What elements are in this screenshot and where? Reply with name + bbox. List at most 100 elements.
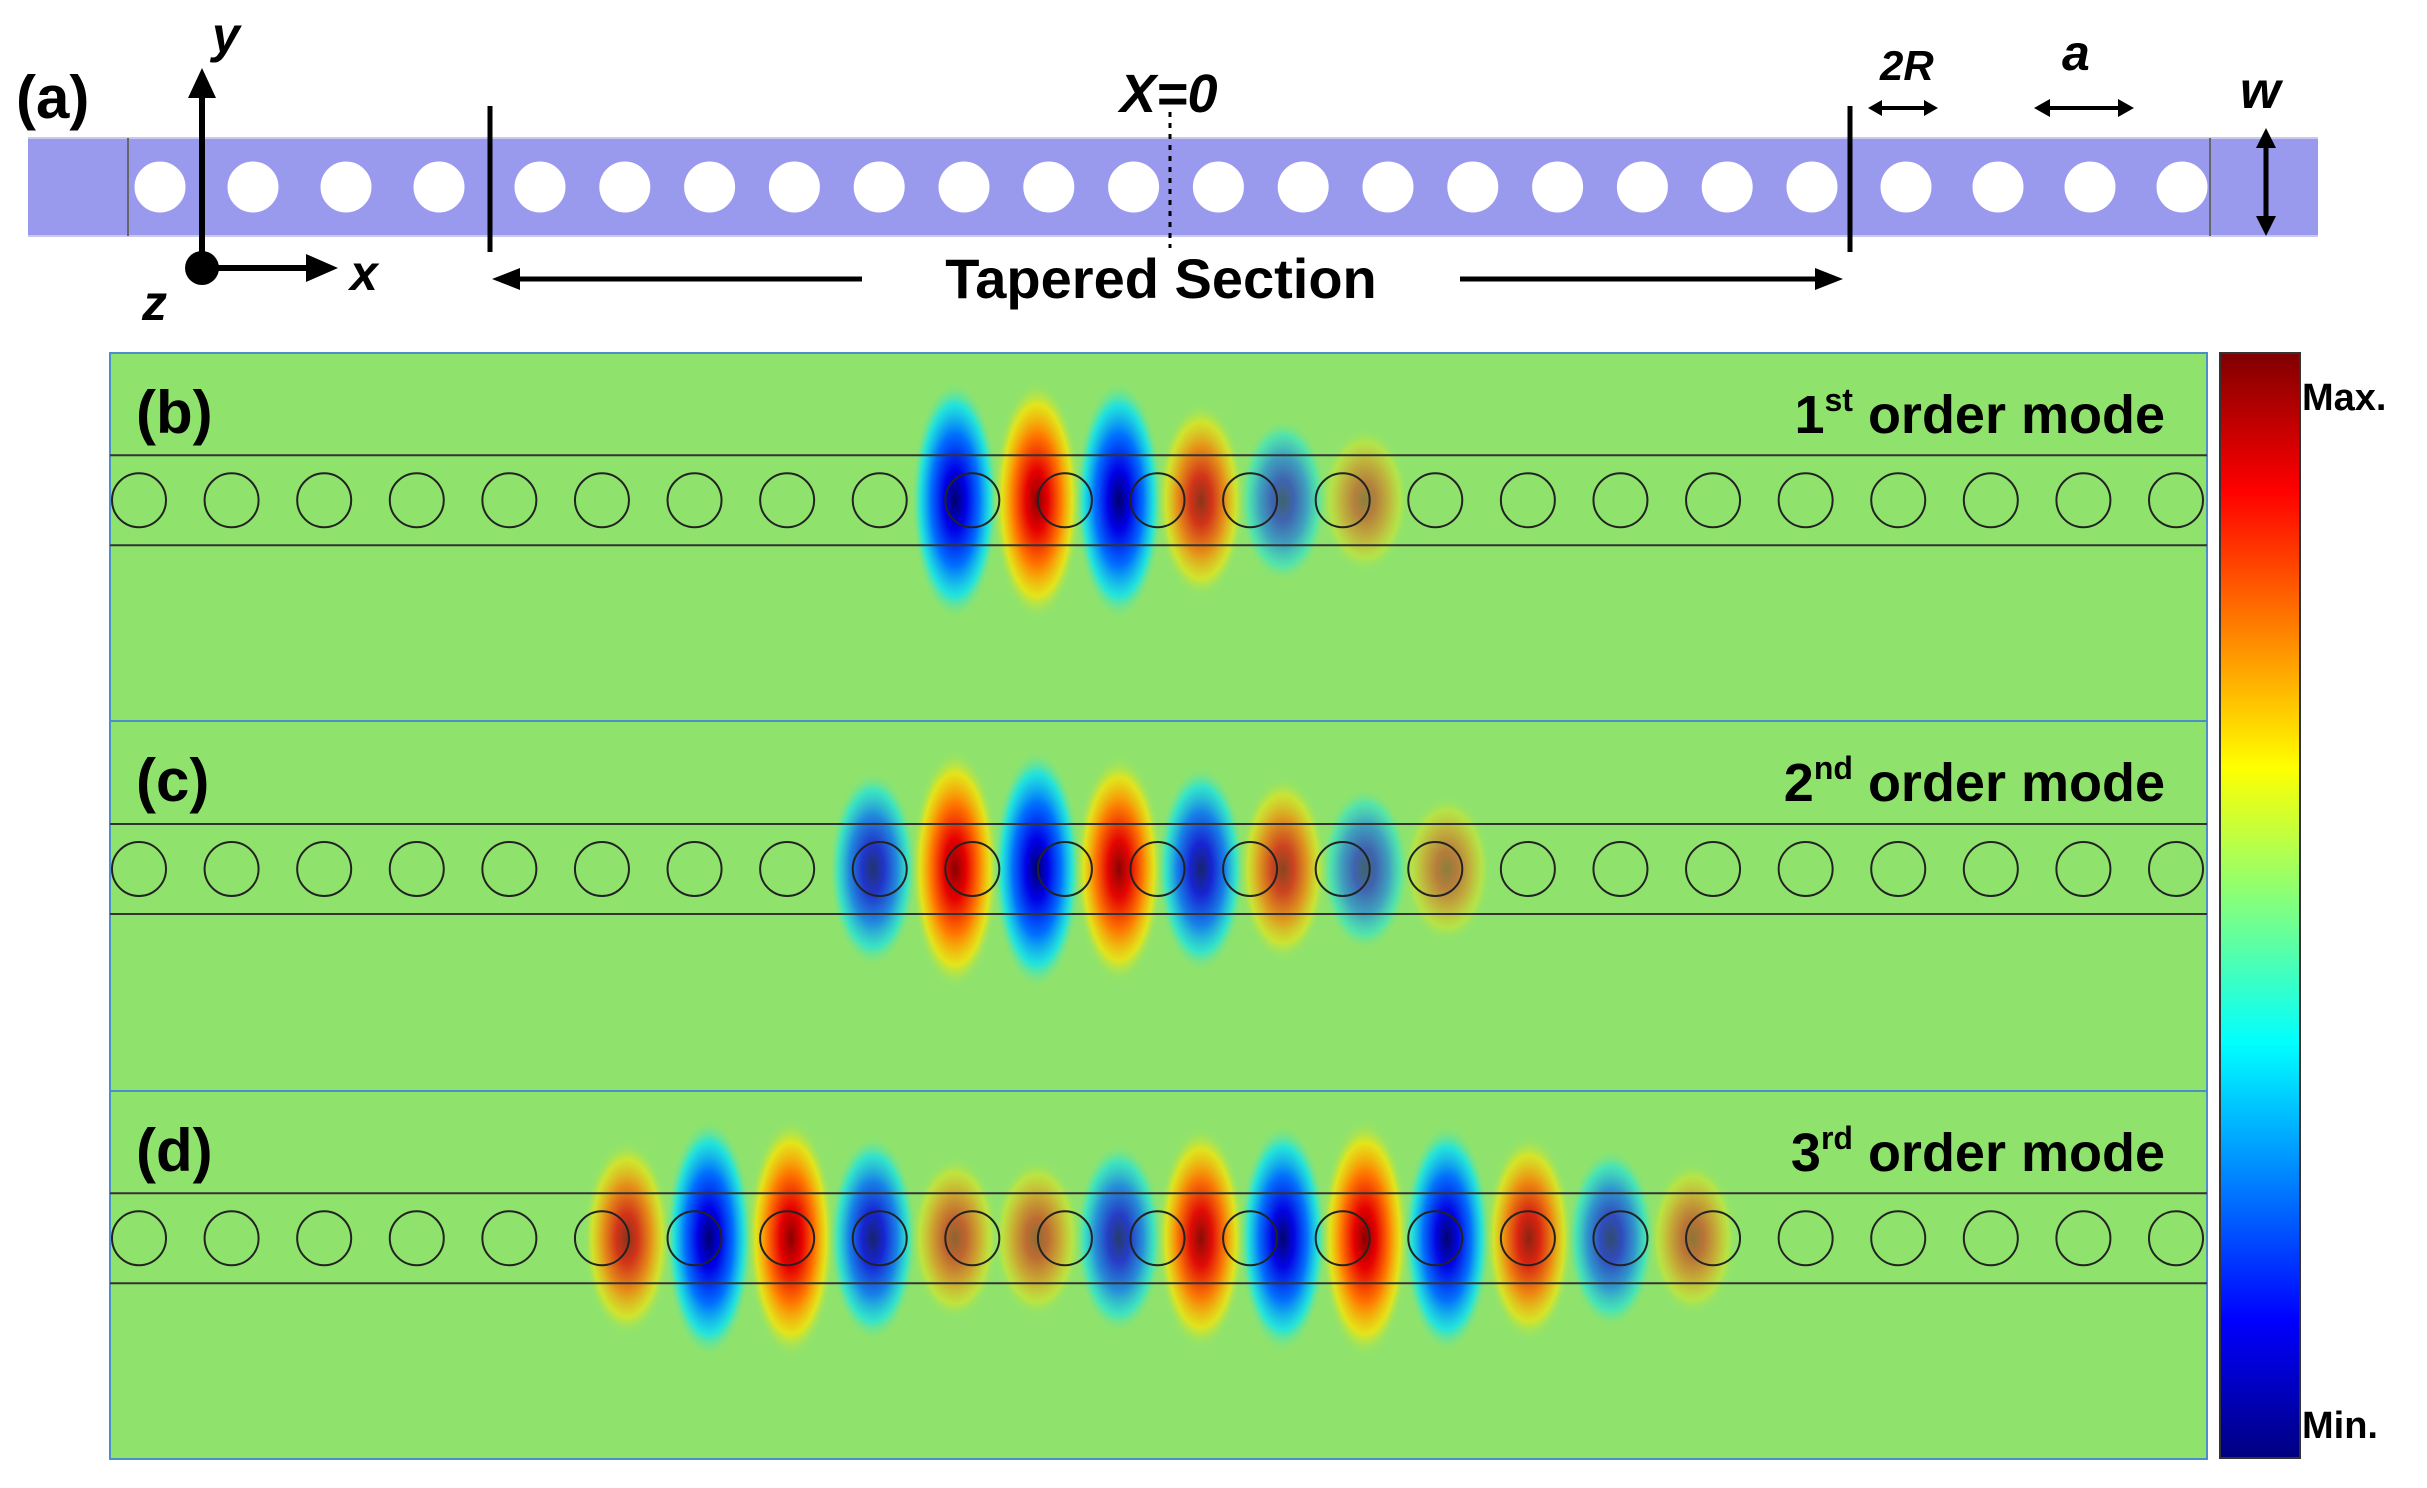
colorbar-max-label: Max.: [2302, 377, 2386, 419]
hole-outline: [1870, 472, 1927, 529]
hole-outline: [1222, 472, 1279, 529]
hole-outline: [944, 472, 1001, 529]
air-hole: [320, 161, 372, 213]
mode-order-suffix: nd: [1814, 750, 1853, 786]
mode-order-text: order mode: [1853, 753, 2165, 813]
hole-outline: [2055, 472, 2112, 529]
hole-outline: [1870, 1210, 1927, 1267]
x0-label: X=0: [1117, 64, 1218, 124]
field-lobe-negative: [911, 380, 999, 621]
hole-outline: [1314, 841, 1371, 897]
hole-outline: [1499, 841, 1556, 897]
field-lobe-positive: [911, 1156, 999, 1321]
hole-outline: [573, 841, 630, 897]
air-hole: [1972, 161, 2024, 213]
hole-outline: [203, 841, 260, 897]
hole-outline: [1777, 1210, 1834, 1267]
mode-order-text: order mode: [1853, 1123, 2165, 1183]
air-hole: [514, 161, 566, 213]
hole-outline: [1777, 841, 1834, 897]
mode-title: 2nd order mode: [1784, 750, 2165, 813]
field-lobe-positive: [1239, 776, 1327, 962]
hole-outline: [2148, 472, 2204, 529]
x-axis-label: x: [347, 245, 380, 301]
hole-outline: [388, 1210, 445, 1267]
a-label: a: [2062, 25, 2090, 81]
air-hole: [599, 161, 651, 213]
mode-panel-1: (b)1st order mode: [109, 352, 2208, 722]
hole-outline: [1962, 472, 2019, 529]
mode-panel-3: (d) 3rd order mode: [109, 1090, 2208, 1460]
hole-outline: [1962, 841, 2019, 897]
hole-outline: [1685, 1210, 1742, 1267]
photonic-crystal-holes: [134, 161, 2208, 213]
z-axis-dot: [185, 251, 219, 285]
hole-outline: [851, 1210, 908, 1267]
panel-a: y x z (a) X=0 Tapered Section 2R a: [16, 7, 2318, 331]
field-lobe-positive: [1321, 1118, 1409, 1359]
field-lobe-positive: [911, 749, 999, 989]
hole-outline: [1222, 841, 1279, 897]
air-hole: [1277, 161, 1329, 213]
mode-panel-label: (b): [136, 379, 213, 446]
w-label: w: [2240, 62, 2284, 120]
air-hole: [1108, 161, 1160, 213]
hole-outline: [1870, 841, 1927, 897]
air-hole: [2156, 161, 2208, 213]
hole-outline: [1129, 472, 1186, 529]
two-r-label: 2R: [1879, 42, 1934, 89]
hole-outline: [296, 841, 353, 897]
hole-outline: [573, 1210, 630, 1267]
two-r-marker: 2R: [1868, 42, 1938, 116]
tapered-section-arrow: Tapered Section: [492, 247, 1843, 310]
hole-outline: [296, 472, 353, 529]
hole-outline: [2148, 841, 2204, 897]
air-hole: [853, 161, 905, 213]
field-lobe-positive: [1485, 1134, 1573, 1342]
hole-outline: [388, 841, 445, 897]
air-hole: [1532, 161, 1584, 213]
field-lobe-negative: [829, 1134, 917, 1342]
hole-outline: [1314, 472, 1371, 529]
air-hole: [1447, 161, 1499, 213]
air-hole: [1192, 161, 1244, 213]
mode-order-suffix: st: [1824, 382, 1853, 418]
hole-outline: [203, 472, 260, 529]
hole-outline: [759, 1210, 816, 1267]
hole-outline: [111, 472, 167, 529]
hole-outline: [1036, 472, 1093, 529]
hole-outline: [851, 472, 908, 529]
air-hole: [1616, 161, 1668, 213]
mode-order-suffix: rd: [1821, 1120, 1853, 1156]
field-lobe-negative: [1403, 1123, 1491, 1353]
hole-outline: [1407, 841, 1464, 897]
hole-outline: [666, 1210, 723, 1267]
hole-outline: [1499, 1210, 1556, 1267]
air-hole: [413, 161, 465, 213]
hole-outline: [573, 472, 630, 529]
waveguide-strip: [28, 138, 2318, 236]
hole-outline: [1407, 472, 1464, 529]
field-lobe-positive: [1321, 427, 1409, 573]
hole-outline: [1222, 1210, 1279, 1267]
field-lobe-negative: [829, 770, 917, 968]
mode-panel-label: (d): [136, 1117, 213, 1184]
field-lobe-positive: [583, 1139, 671, 1337]
mode-order-number: 2: [1784, 753, 1814, 813]
hole-outline: [1592, 841, 1649, 897]
field-lobe-negative: [1321, 786, 1409, 952]
field-lobe-positive: [747, 1118, 835, 1359]
mode-order-number: 3: [1791, 1123, 1821, 1183]
hole-outline: [1685, 841, 1742, 897]
hole-outline: [666, 472, 723, 529]
field-lobe-positive: [1403, 795, 1491, 943]
mode-field-plots: (b)1st order mode(c)2nd order mode (d) 3rd…: [109, 352, 2208, 1460]
colorbar-gradient: [2219, 352, 2301, 1459]
hole-outline: [1407, 1210, 1464, 1267]
mode-panel-2: (c)2nd order mode: [109, 720, 2208, 1092]
hole-outline: [481, 841, 538, 897]
air-hole: [1880, 161, 1932, 213]
hole-outline: [1592, 1210, 1649, 1267]
field-lobe-positive: [1157, 1126, 1245, 1351]
